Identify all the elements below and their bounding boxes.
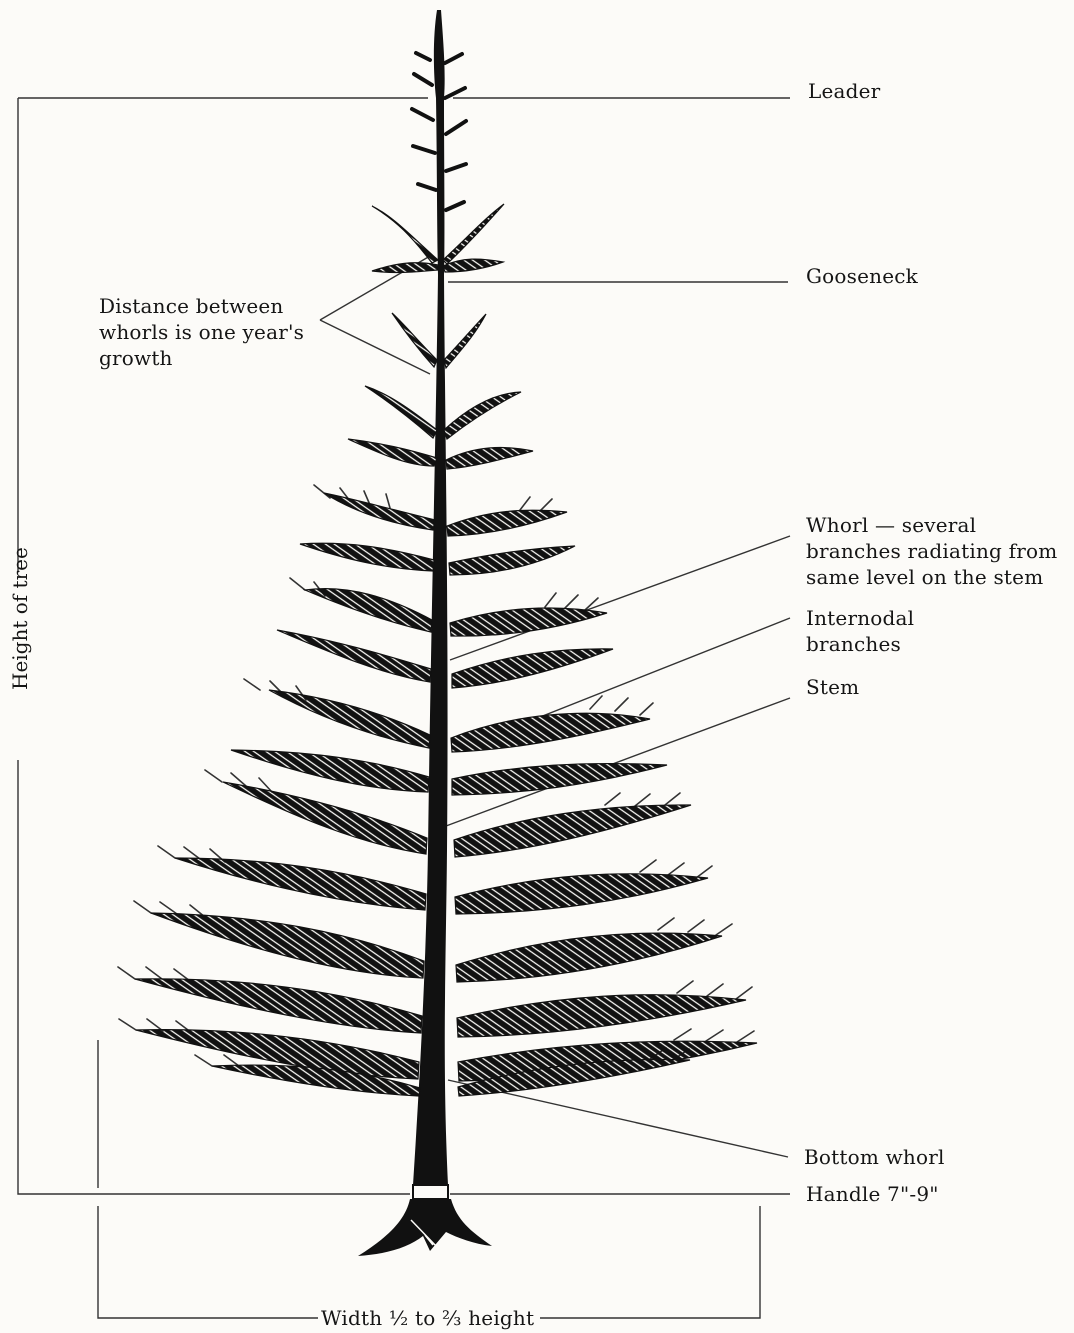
- distance-between-whorls-label: Distance between whorls is one year's gr…: [99, 293, 319, 371]
- gooseneck-label: Gooseneck: [806, 263, 918, 289]
- height-of-tree-label: Height of tree: [7, 530, 33, 690]
- bottom-whorl-label: Bottom whorl: [804, 1144, 945, 1170]
- handle-label: Handle 7"-9": [806, 1181, 939, 1207]
- width-label: Width ½ to ⅔ height: [321, 1305, 534, 1331]
- whorl-distance-callout-lines: [320, 256, 430, 374]
- internodal-branches-label: Internodal branches: [806, 605, 936, 657]
- dimension-lines: [18, 98, 790, 1318]
- leader-label: Leader: [808, 78, 880, 104]
- height-bracket: [18, 98, 428, 1194]
- stem-label: Stem: [806, 674, 859, 700]
- whorl-label: Whorl — several branches radiating from …: [806, 512, 1071, 590]
